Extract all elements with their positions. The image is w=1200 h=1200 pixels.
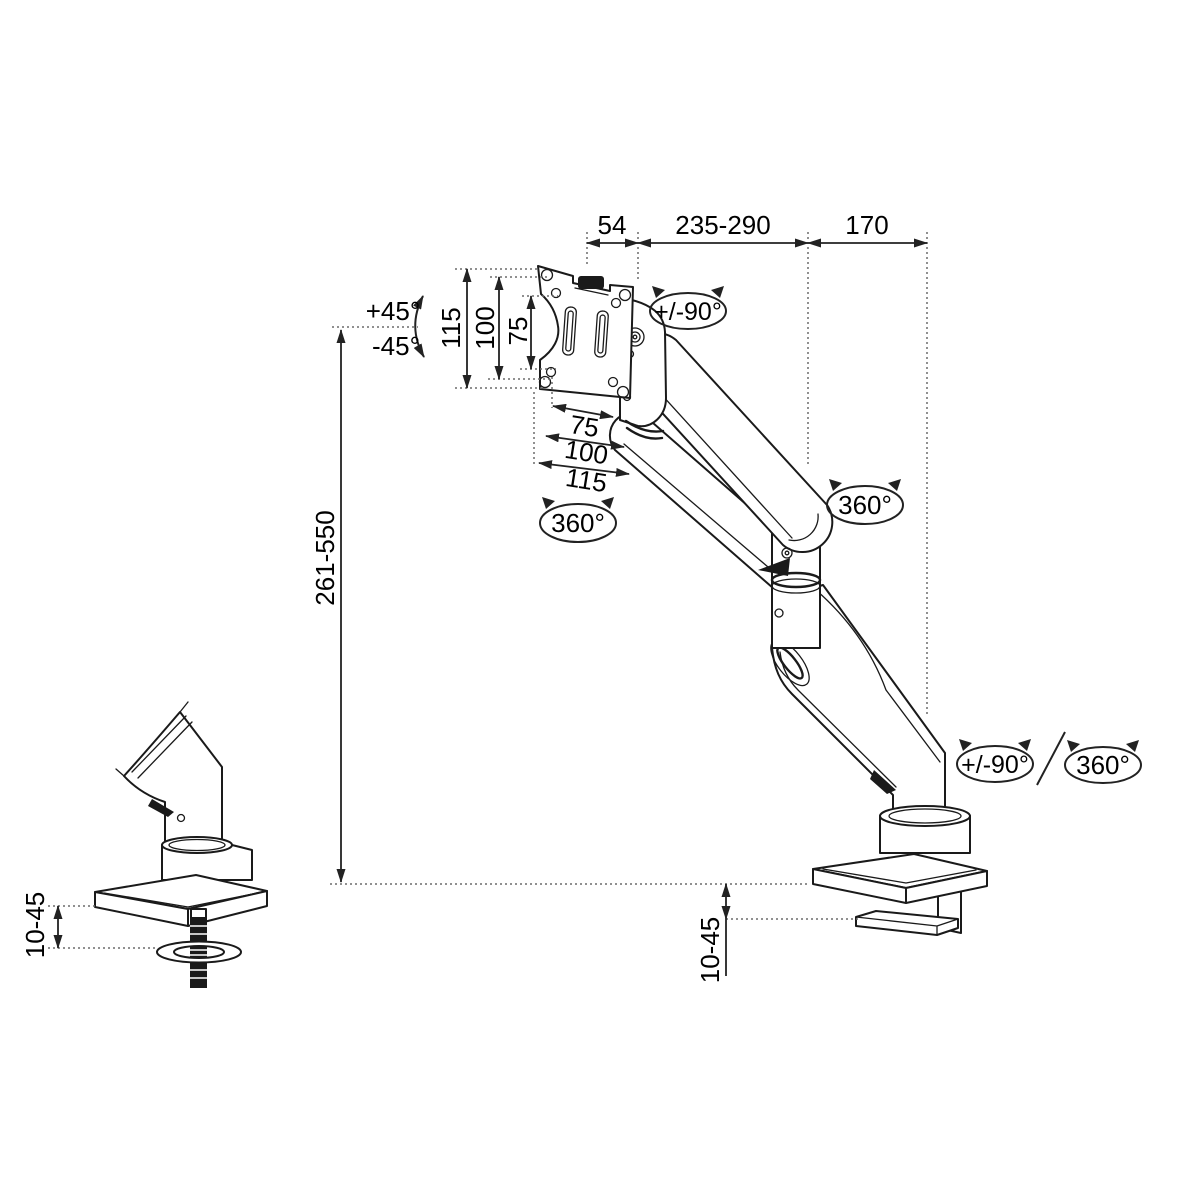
vesa-horizontal-dimensions: 75 100 115 <box>533 377 630 498</box>
arm-shadow-wedge <box>870 770 896 794</box>
head-swivel-label: +/-90° <box>654 298 722 326</box>
dim-arm-reach: 235-290 <box>675 210 770 240</box>
tilt-annotation: +45° -45° <box>366 295 425 361</box>
base-swivel-annotation: +/-90° <box>956 739 1034 783</box>
head-arm-seam <box>624 419 665 433</box>
base-riser-collar <box>879 805 971 854</box>
thumbscrew-knob <box>578 276 604 289</box>
tilt-down-label: -45° <box>372 331 420 361</box>
base-swivel-label: +/-90° <box>961 751 1029 779</box>
upper-arm-rotation-annotation: 360° <box>539 497 617 543</box>
base-rotation-annotation: 360° <box>1064 740 1142 784</box>
upper-arm-rotation-label: 360° <box>551 508 605 538</box>
grommet-mount-view <box>94 701 268 988</box>
dim-vesa-hole-v-100: 100 <box>470 306 500 349</box>
dim-vesa-plate-width: 115 <box>564 462 610 498</box>
arm-tip-wedge <box>758 558 790 576</box>
grommet-washer-ring <box>156 940 242 964</box>
lower-arm-rotation-annotation: 360° <box>826 479 904 525</box>
base-rotation-label: 360° <box>1076 750 1130 780</box>
dim-base-offset: 170 <box>845 210 888 240</box>
grommet-base-plate <box>94 874 268 927</box>
dim-desk-thickness-clamp: 10-45 <box>695 917 725 984</box>
grommet-pole <box>115 701 223 844</box>
head-swivel-annotation: +/-90° <box>649 286 727 330</box>
annotation-slash <box>1036 731 1066 786</box>
main-arm-view <box>537 265 988 936</box>
dim-vesa-hole-h-100: 100 <box>563 434 611 470</box>
grommet-thickness-dimension: 10-45 <box>20 892 158 959</box>
dim-vesa-plate-height: 115 <box>436 307 466 348</box>
dim-head-offset: 54 <box>598 210 627 240</box>
vesa-plate <box>537 265 634 399</box>
base-plate <box>812 853 988 904</box>
tilt-up-label: +45° <box>366 296 421 326</box>
dim-desk-thickness-grommet: 10-45 <box>20 892 50 959</box>
top-dimensions: 54 235-290 170 <box>586 210 928 716</box>
dim-vesa-hole-h-75: 75 <box>568 409 601 443</box>
height-dimension: 261-550 <box>310 326 810 885</box>
clamp-thickness-dimension: 10-45 <box>695 883 858 984</box>
dim-height-range: 261-550 <box>310 510 340 605</box>
grommet-collar <box>161 836 253 881</box>
dim-vesa-hole-v-75: 75 <box>503 317 533 346</box>
lower-arm-rotation-label: 360° <box>838 490 892 520</box>
vesa-vertical-dimensions: 115 100 75 <box>436 268 558 389</box>
